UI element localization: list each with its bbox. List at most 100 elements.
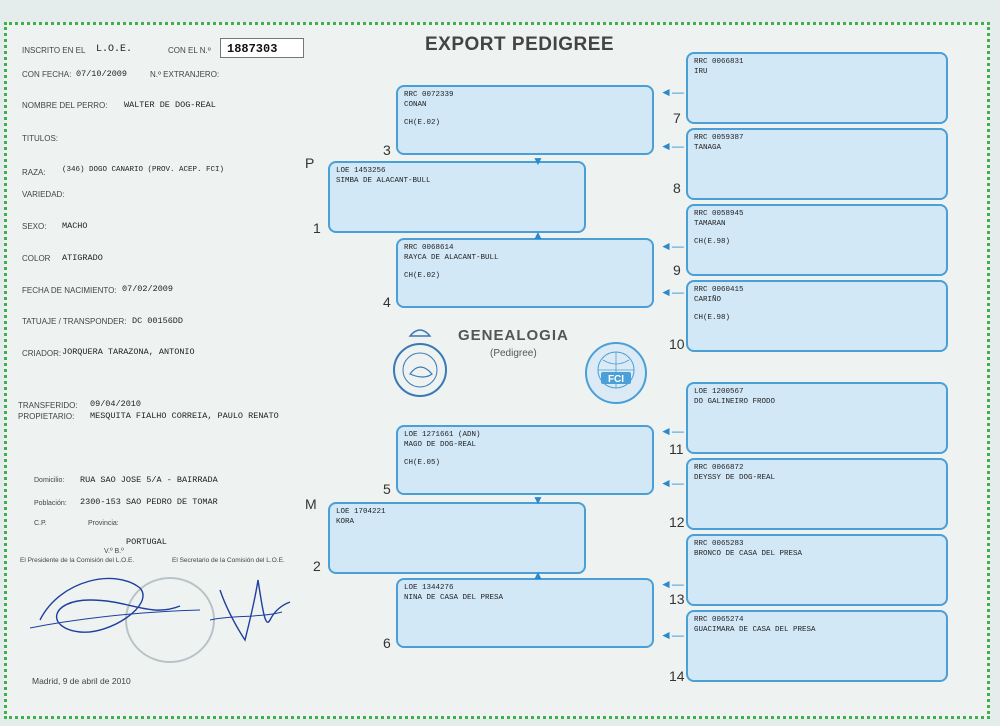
ancestor-reg: LOE 1200567: [694, 388, 744, 396]
ancestor-box-14: RRC 0065274 GUACIMARA DE CASA DEL PRESA: [686, 610, 948, 682]
ancestor-name: DO GALINEIRO FRODO: [694, 398, 776, 406]
raza-value: (346) DOGO CANARIO (PROV. ACEP. FCI): [62, 166, 225, 174]
ancestor-reg: RRC 0065274: [694, 616, 744, 624]
con-el-label: CON EL N.º: [168, 46, 211, 55]
ancestor-number-10: 10: [669, 336, 685, 352]
ancestor-name: SIMBA DE ALACANT-BULL: [336, 177, 431, 185]
poblacion-value: 2300-153 SAO PEDRO DE TOMAR: [80, 497, 218, 507]
ancestor-name: CARIÑO: [694, 296, 722, 304]
ancestor-box-12: RRC 0066872 DEYSSY DE DOG-REAL: [686, 458, 948, 530]
ancestor-box-10: RRC 0060415 CARIÑO CH(E.98): [686, 280, 948, 352]
color-label: COLOR: [22, 254, 51, 263]
ancestor-box-4: RRC 0068614 RAYCA DE ALACANT-BULL CH(E.0…: [396, 238, 654, 308]
inscrito-label: INSCRITO EN EL: [22, 46, 86, 55]
presidente-label: El Presidente de la Comisión del L.O.E.: [20, 557, 135, 564]
sexo-value: MACHO: [62, 221, 88, 231]
ancestor-box-11: LOE 1200567 DO GALINEIRO FRODO: [686, 382, 948, 454]
ancestor-reg: RRC 0059387: [694, 134, 744, 142]
ancestor-number-9: 9: [673, 262, 681, 278]
ancestor-reg: RRC 0060415: [694, 286, 744, 294]
secretary-signature: [219, 579, 291, 642]
domicilio-label: Domicilio:: [34, 477, 65, 484]
ancestor-number-13: 13: [669, 591, 685, 607]
ancestor-box-7: RRC 0066831 IRU: [686, 52, 948, 124]
sexo-label: SEXO:: [22, 222, 47, 231]
ancestor-box-2: LOE 1704221 KORA: [328, 502, 586, 574]
ancestor-name: TAMARAN: [694, 220, 726, 228]
rsce-seal-icon: [393, 329, 447, 397]
arrow-left-icon: ◄—: [660, 476, 684, 490]
ancestor-box-6: LOE 1344276 NINA DE CASA DEL PRESA: [396, 578, 654, 648]
ancestor-number-5: 5: [383, 481, 391, 497]
titulos-label: TITULOS:: [22, 134, 59, 143]
ancestor-number-6: 6: [383, 635, 391, 651]
cp-label: C.P.: [34, 520, 47, 527]
ancestor-name: BRONCO DE CASA DEL PRESA: [694, 550, 803, 558]
ancestor-name: RAYCA DE ALACANT-BULL: [404, 254, 499, 262]
ancestor-title: CH(E.98): [694, 314, 731, 322]
arrow-up-icon: ▲: [532, 228, 544, 242]
ancestor-number-2: 2: [313, 558, 321, 574]
genealogy-subtitle: (Pedigree): [490, 348, 537, 359]
sire-letter: P: [305, 155, 315, 171]
transferido-value: 09/04/2010: [90, 399, 142, 409]
criador-label: CRIADOR:: [22, 349, 62, 358]
ancestor-box-9: RRC 0058945 TAMARAN CH(E.98): [686, 204, 948, 276]
stamp-circle: [125, 577, 215, 663]
genealogy-title: GENEALOGIA: [458, 327, 569, 344]
ancestor-reg: RRC 0066831: [694, 58, 744, 66]
arrow-left-icon: ◄—: [660, 424, 684, 438]
propietario-label: PROPIETARIO:: [18, 412, 75, 421]
transferido-label: TRANSFERIDO:: [18, 401, 78, 410]
ancestor-title: CH(E.02): [404, 119, 441, 127]
ancestor-name: GUACIMARA DE CASA DEL PRESA: [694, 626, 816, 634]
ancestor-box-13: RRC 0065283 BRONCO DE CASA DEL PRESA: [686, 534, 948, 606]
document-title: EXPORT PEDIGREE: [425, 34, 615, 55]
vb-label: V.º B.º: [104, 548, 124, 555]
ancestor-name: CONAN: [404, 101, 427, 109]
ancestor-reg: LOE 1453256: [336, 167, 386, 175]
ancestor-number-1: 1: [313, 220, 321, 236]
president-signature-stroke: [29, 609, 201, 629]
criador-value: JORQUERA TARAZONA, ANTONIO: [62, 347, 195, 357]
ancestor-name: IRU: [694, 68, 708, 76]
ancestor-reg: RRC 0072339: [404, 91, 454, 99]
tatuaje-value: DC 00156DD: [132, 316, 184, 326]
ancestor-reg: LOE 1271661 (ADN): [404, 431, 481, 439]
arrow-left-icon: ◄—: [660, 628, 684, 642]
variedad-label: VARIEDAD:: [22, 190, 65, 199]
ancestor-number-4: 4: [383, 294, 391, 310]
arrow-down-icon: ▼: [532, 154, 544, 168]
dog-name: WALTER DE DOG-REAL: [124, 100, 216, 110]
nombre-label: NOMBRE DEL PERRO:: [22, 101, 108, 110]
tatuaje-label: TATUAJE / TRANSPONDER:: [22, 317, 127, 326]
ancestor-title: CH(E.05): [404, 459, 441, 467]
inscrito-value: L.O.E.: [96, 44, 133, 55]
ancestor-box-3: RRC 0072339 CONAN CH(E.02): [396, 85, 654, 155]
ancestor-number-12: 12: [669, 514, 685, 530]
ancestor-number-8: 8: [673, 180, 681, 196]
ancestor-box-8: RRC 0059387 TANAGA: [686, 128, 948, 200]
ancestor-reg: LOE 1704221: [336, 508, 386, 516]
ancestor-box-1: LOE 1453256 SIMBA DE ALACANT-BULL: [328, 161, 586, 233]
arrow-left-icon: ◄—: [660, 239, 684, 253]
fci-seal-text: FCI: [608, 374, 624, 385]
ancestor-name: TANAGA: [694, 144, 722, 152]
signatures: [29, 577, 291, 663]
arrow-left-icon: ◄—: [660, 285, 684, 299]
president-signature: [39, 577, 181, 633]
propietario-value: MESQUITA FIALHO CORREIA, PAULO RENATO: [90, 411, 279, 421]
provincia-label: Provincia:: [88, 520, 119, 527]
ancestor-number-14: 14: [669, 668, 685, 684]
ancestor-name: KORA: [336, 518, 355, 526]
ancestor-number-3: 3: [383, 142, 391, 158]
con-fecha-value: 07/10/2009: [76, 69, 128, 79]
ancestor-reg: RRC 0058945: [694, 210, 744, 218]
nacimiento-label: FECHA DE NACIMIENTO:: [22, 286, 117, 295]
ancestor-number-11: 11: [669, 441, 684, 457]
secretario-label: El Secretario de la Comisión del L.O.E.: [172, 557, 285, 564]
dam-letter: M: [305, 496, 317, 512]
fci-seal-icon: FCI: [585, 342, 647, 404]
ancestor-box-5: LOE 1271661 (ADN) MAGO DE DOG-REAL CH(E.…: [396, 425, 654, 495]
ancestor-reg: LOE 1344276: [404, 584, 454, 592]
